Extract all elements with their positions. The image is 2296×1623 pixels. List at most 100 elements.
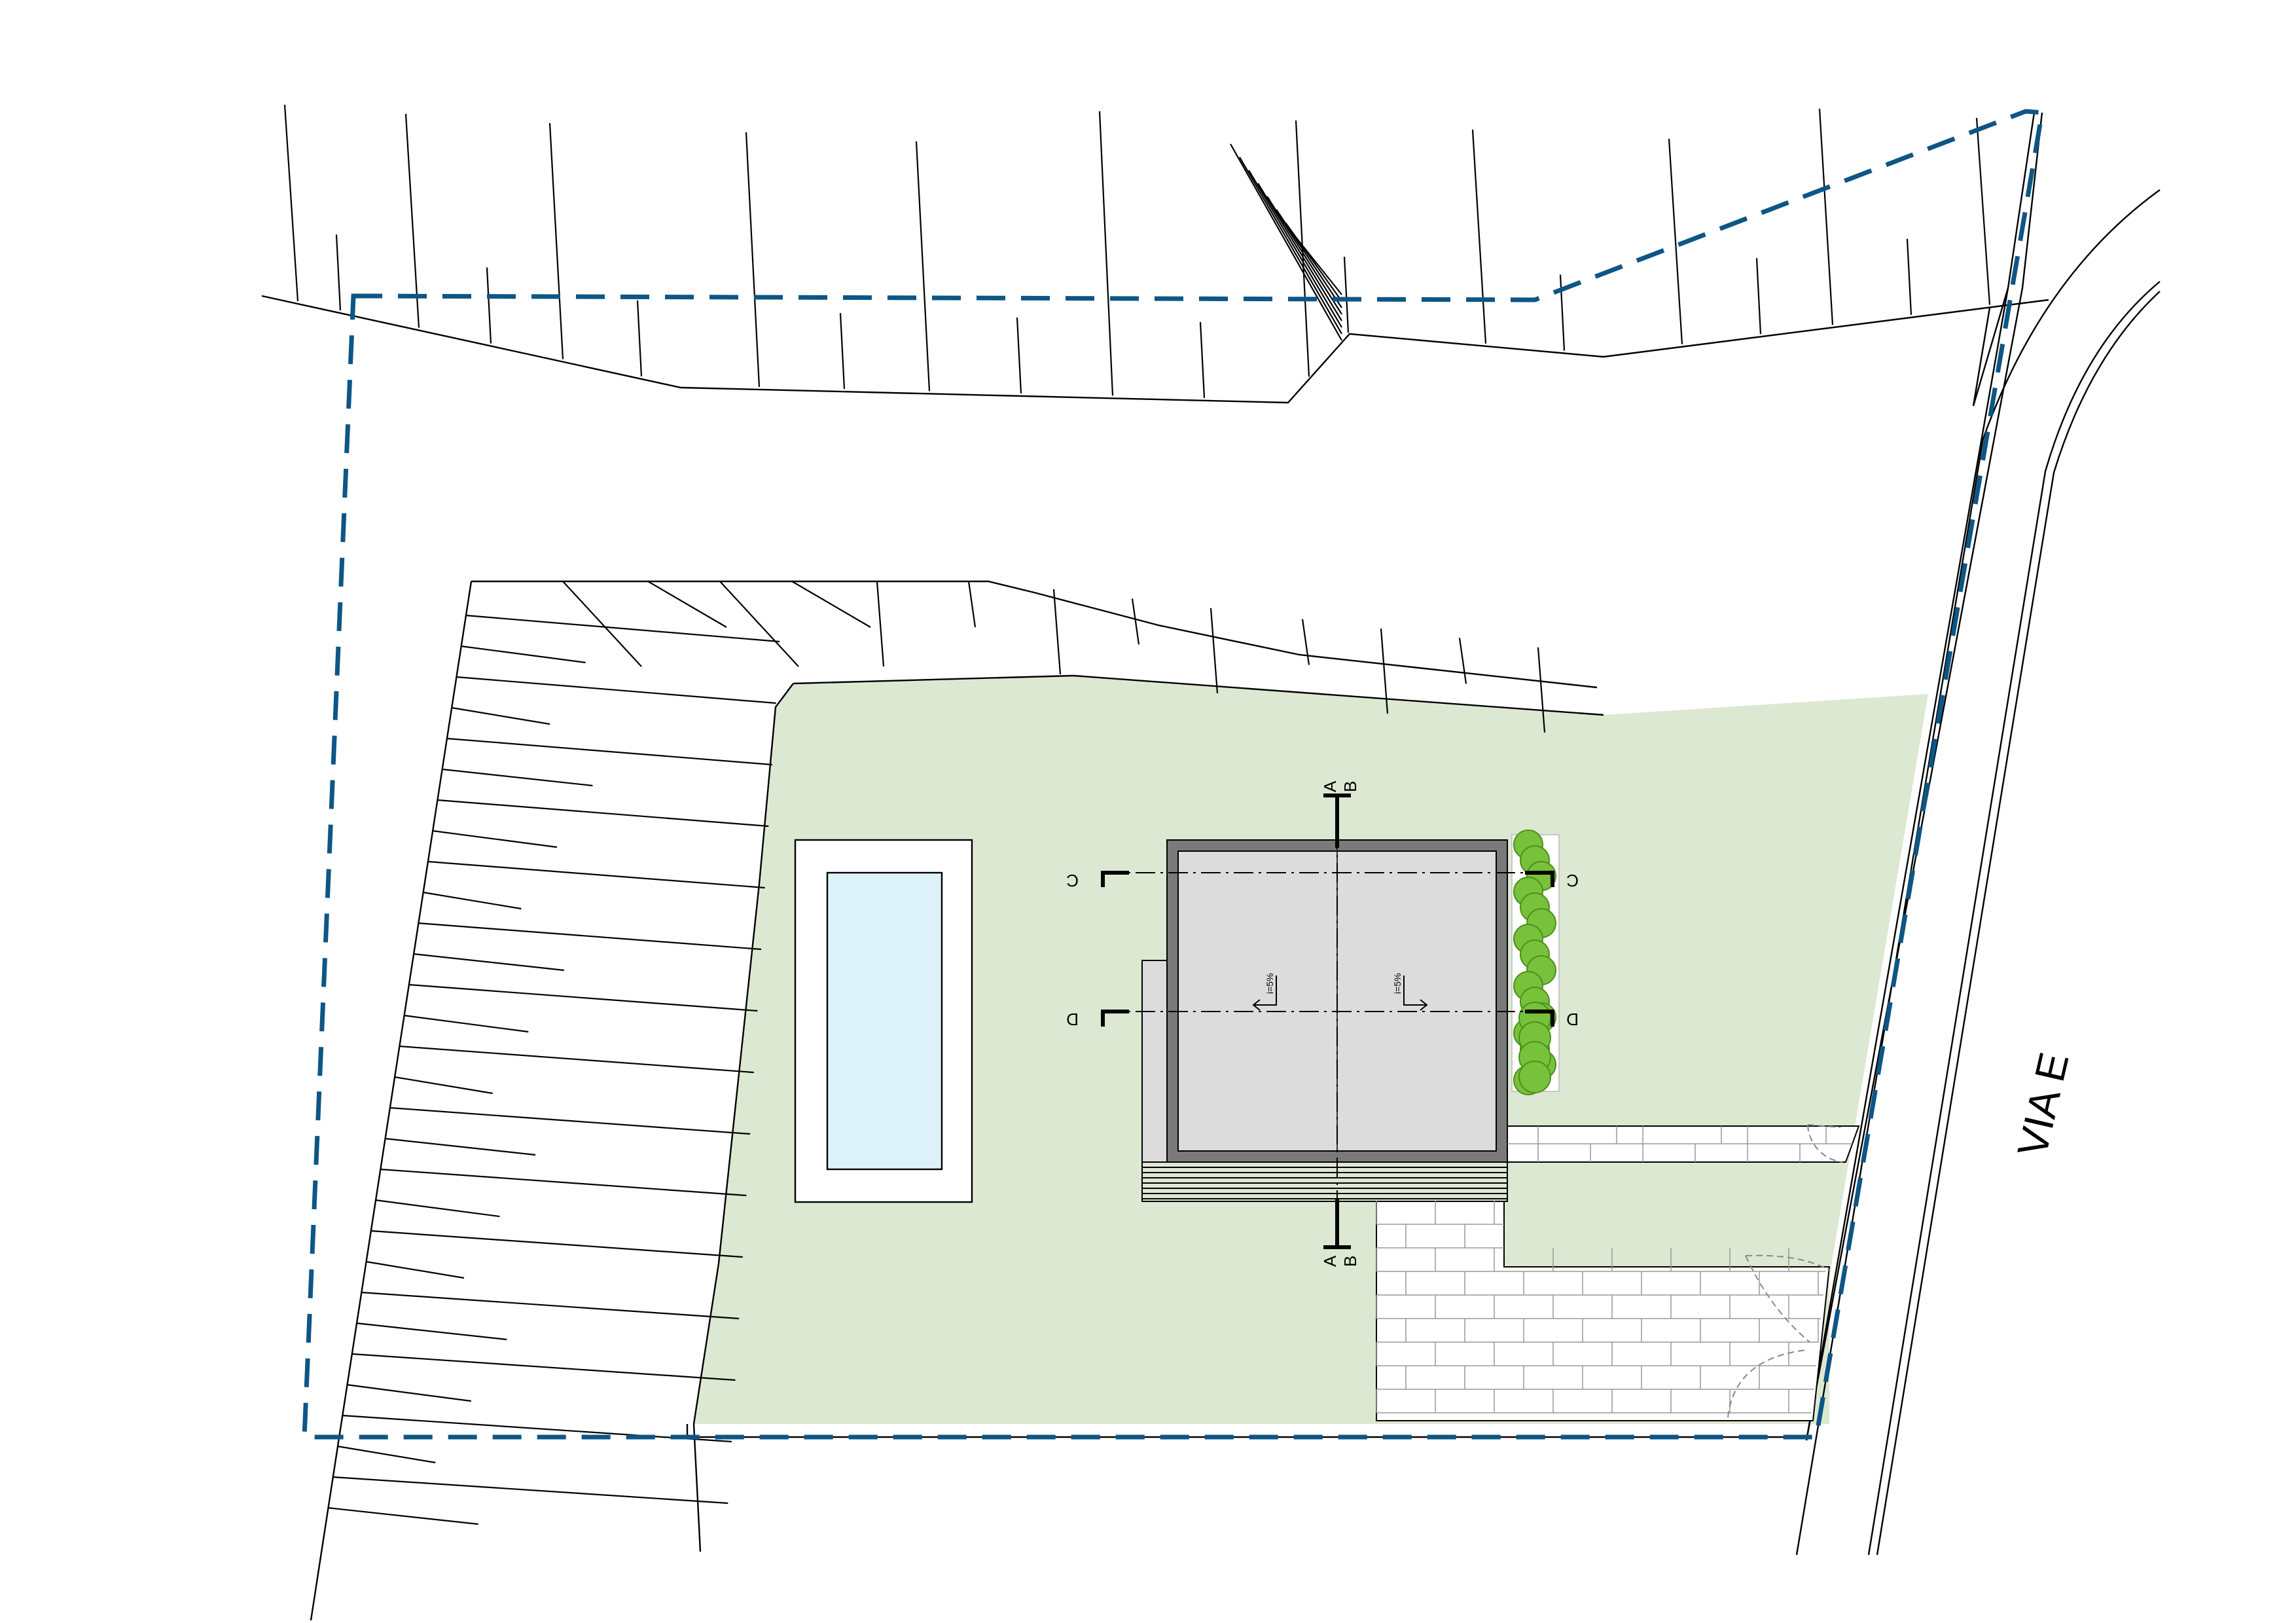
embankment-hatch-line (1052, 589, 1062, 675)
embankment-hatch-line (432, 830, 558, 848)
section-d-left-label: D (1066, 1010, 1079, 1029)
embankment-hatch-line (384, 1137, 536, 1156)
section-line-cc: C C (1066, 871, 1579, 890)
paved-forecourt (1376, 1201, 1831, 1421)
section-b-bottom-label: B (1340, 1256, 1360, 1267)
embankment-hatch-line (351, 1353, 736, 1381)
section-d-right-label: D (1566, 1010, 1579, 1029)
section-line-dd: D D (1066, 1010, 1579, 1029)
property-boundary (302, 109, 2045, 1440)
pedestrian-gate (1807, 1124, 1843, 1163)
embankment-hatch-line (1131, 598, 1140, 645)
hedge-shrub (1518, 1061, 1551, 1093)
embankment-hatch-line (283, 104, 299, 302)
section-c-right-label: C (1566, 871, 1579, 890)
embankment-hatch-line (719, 581, 799, 667)
embankment-hatch-line (915, 141, 931, 392)
embankment-hatch-line (332, 1476, 728, 1504)
roof-slope-west: i=5% (1252, 973, 1277, 1011)
roof-slope-east-label: i=5% (1392, 973, 1403, 994)
driveway-gate (1727, 1254, 1830, 1418)
embankment-hatch-line (1239, 156, 1342, 335)
embankment-hatch-line (647, 581, 727, 628)
embankment-hatch-line (1210, 608, 1219, 693)
embankment-hatch-line (465, 614, 780, 643)
embankment-hatch-line (1266, 196, 1342, 315)
embankment-hatch-line (791, 581, 871, 628)
embankment-hatch-line (446, 737, 773, 766)
embankment-hatch-line (1294, 235, 1342, 295)
embankment-hatch-line (1471, 129, 1487, 344)
embankment-hatch-line (636, 300, 643, 376)
embankment-hatch-line (1230, 143, 1342, 341)
section-a-bottom-label: A (1320, 1255, 1340, 1267)
embankment-hatch-line (342, 1414, 732, 1443)
pool (794, 839, 973, 1203)
embankment-hatch-line (1537, 647, 1546, 733)
embankment-hatch-line (404, 113, 420, 328)
embankment-hatch-line (413, 953, 564, 972)
embankment-hatch-line (394, 1076, 493, 1095)
embankment-hatch-line (1248, 170, 1342, 328)
embankment-hatch-line (389, 1106, 751, 1135)
embankment-hatch-line (337, 1445, 436, 1464)
embankment-hatch-line (1975, 117, 1991, 305)
pool-water (826, 871, 943, 1171)
embankment-hatch-line (1343, 257, 1350, 333)
embankment-hatch-line (404, 1014, 529, 1033)
embankment-hatch-line (1458, 638, 1467, 684)
embankment-hatch-line (456, 676, 776, 704)
embankment-hatch-line (451, 706, 550, 725)
section-a-top-label: A (1320, 780, 1340, 792)
embankment-hatch-line (1380, 628, 1389, 714)
embankment-hatch-line (427, 860, 765, 889)
walkway-path (1507, 1125, 1860, 1163)
embankment-hatch-line (839, 313, 846, 390)
street: VIA E (1795, 112, 2161, 1556)
section-c-left-label: C (1066, 871, 1079, 890)
embankment-hatch-line (1016, 317, 1022, 393)
embankment-hatch-line (1559, 274, 1566, 351)
embankment-hatch-line (437, 799, 769, 828)
embankment-hatch-line (418, 922, 762, 951)
embankment-hatch-line (399, 1045, 754, 1074)
embankment-hatch-line (1906, 238, 1912, 315)
embankment-hatch-line (335, 234, 342, 311)
embankment-hatch-line (375, 1199, 500, 1218)
embankment-hatch-line (370, 1230, 743, 1258)
roof-slope-west-label: i=5% (1265, 973, 1275, 994)
embankment-hatch-line (1257, 183, 1342, 321)
embankment-hatch-line (423, 891, 522, 910)
embankment-hatch-line (408, 983, 758, 1012)
embankment-hatch-line (356, 1322, 507, 1341)
street-name: VIA E (2008, 1048, 2077, 1161)
embankment-hatch-line (1301, 619, 1310, 665)
embankment-hatch-line (461, 645, 586, 664)
embankment-hatch-line (745, 132, 761, 388)
embankment-hatch-line (967, 581, 977, 628)
section-line-ab: A B A B (1320, 780, 1360, 1267)
embankment-hatch-line (876, 581, 885, 667)
embankment-hatch-line (486, 267, 492, 344)
entrance-steps (1141, 1161, 1508, 1202)
embankment-hatch-line (1668, 138, 1683, 344)
embankment-hatch-line (1199, 321, 1206, 398)
embankment-hatch-line (365, 1260, 465, 1279)
embankment-hatch-line (327, 1506, 478, 1525)
house-annex (1141, 960, 1169, 1163)
west-embankment (327, 614, 780, 1525)
section-b-top-label: B (1340, 781, 1360, 792)
embankment-hatch-line (380, 1168, 747, 1197)
embankment-hatch-line (361, 1291, 740, 1320)
embankment-hatch-line (548, 122, 564, 359)
embankment-hatch-line (1818, 108, 1834, 325)
embankment-hatch-line (562, 581, 642, 667)
mid-embankment (310, 580, 1604, 1621)
roof-slope-east: i=5% (1392, 973, 1428, 1011)
embankment-hatch-line (1755, 258, 1762, 335)
north-embankment (261, 104, 2049, 404)
embankment-hatch-line (346, 1383, 471, 1402)
embankment-hatch-line (442, 768, 593, 787)
embankment-hatch-line (1098, 111, 1114, 396)
